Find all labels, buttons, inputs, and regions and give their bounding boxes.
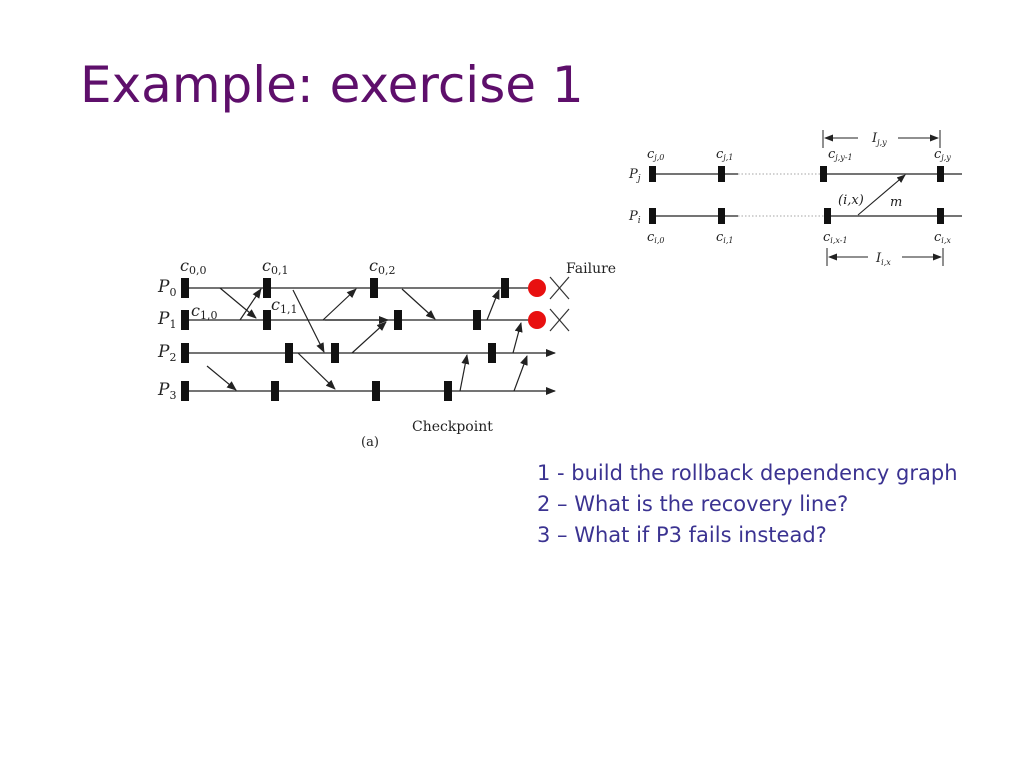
checkpoint-label-cj0: cj,0: [647, 147, 664, 162]
message-arrow: [292, 289, 325, 353]
checkpoint-cj1: [718, 166, 725, 182]
checkpoint-label-cjy1: cj,y-1: [828, 147, 853, 162]
checkpoint-p1-2: [394, 310, 402, 330]
question-item: 2 – What is the recovery line?: [537, 492, 849, 516]
checkpoint-label-ci0: ci,0: [647, 230, 664, 245]
checkpoint-ci0: [649, 208, 656, 224]
checkpoint-cix: [937, 208, 944, 224]
checkpoint-label-c10: c1,0: [191, 301, 217, 322]
failure-dot-p0: [528, 279, 546, 297]
interval-label-bottom: Ii,x: [875, 251, 891, 267]
checkpoint-p1-1: [263, 310, 271, 330]
checkpoint-label-cix1: ci,x-1: [823, 230, 848, 245]
checkpoint-label-cjy: cj,y: [934, 147, 951, 162]
message-arrow: [401, 288, 436, 320]
message-arrow: [351, 321, 387, 354]
checkpoint-label-cj1: cj,1: [716, 147, 733, 162]
checkpoint-label-c01: c0,1: [262, 256, 288, 277]
message-arrow: [322, 288, 357, 321]
checkpoint-ci1: [718, 208, 725, 224]
checkpoint-label-c02: c0,2: [369, 256, 395, 277]
checkpoint-p0-0: [181, 278, 189, 298]
checkpoint-p2-1: [285, 343, 293, 363]
message-arrow: [459, 354, 470, 392]
checkpoint-p3-3: [444, 381, 452, 401]
panel-caption: (a): [361, 435, 379, 450]
checkpoint-p1-0: [181, 310, 189, 330]
message-label: m: [890, 195, 902, 210]
checkpoint-caption: Checkpoint: [412, 419, 493, 435]
process-label-p0: P0: [157, 277, 176, 299]
message-arrow: [297, 352, 336, 390]
message-arrow: [239, 288, 262, 321]
checkpoint-cjy: [937, 166, 944, 182]
process-label-pi: Pi: [628, 209, 641, 226]
checkpoint-cix1: [824, 208, 831, 224]
failure-label: Failure: [566, 261, 616, 277]
message-arrow: [512, 322, 523, 354]
message-arrow: [513, 355, 528, 392]
failure-cross-p0: [549, 276, 570, 300]
checkpoint-cj0: [649, 166, 656, 182]
checkpoint-p2-0: [181, 343, 189, 363]
question-item: 1 - build the rollback dependency graph: [537, 461, 958, 485]
exercise-questions: 1 - build the rollback dependency graph …: [537, 458, 958, 551]
process-label-p1: P1: [157, 309, 176, 331]
event-label: (i,x): [838, 193, 864, 208]
checkpoint-p0-2: [370, 278, 378, 298]
process-label-p3: P3: [157, 380, 176, 402]
process-label-p2: P2: [157, 342, 176, 364]
question-item: 3 – What if P3 fails instead?: [537, 523, 827, 547]
checkpoint-label-c11: c1,1: [271, 295, 297, 316]
message-arrow: [486, 289, 500, 321]
checkpoint-p3-1: [271, 381, 279, 401]
checkpoint-p1-3: [473, 310, 481, 330]
checkpoint-p0-1: [263, 278, 271, 298]
checkpoint-p0-3: [501, 278, 509, 298]
checkpoint-label-cix: ci,x: [934, 230, 951, 245]
message-arrow: [219, 287, 257, 319]
message-m-arrow: [857, 174, 906, 216]
checkpoint-p3-0: [181, 381, 189, 401]
checkpoint-cjy1: [820, 166, 827, 182]
checkpoint-p2-2: [331, 343, 339, 363]
checkpoint-p3-2: [372, 381, 380, 401]
checkpoint-label-ci1: ci,1: [716, 230, 733, 245]
process-label-pj: Pj: [628, 167, 641, 184]
checkpoint-label-c00: c0,0: [180, 256, 206, 277]
slide-title: Example: exercise 1: [80, 56, 584, 114]
message-arrow: [206, 365, 237, 391]
failure-cross-p1: [549, 308, 570, 332]
failure-dot-p1: [528, 311, 546, 329]
interval-label-top: Ij,y: [871, 131, 887, 147]
checkpoint-p2-3: [488, 343, 496, 363]
